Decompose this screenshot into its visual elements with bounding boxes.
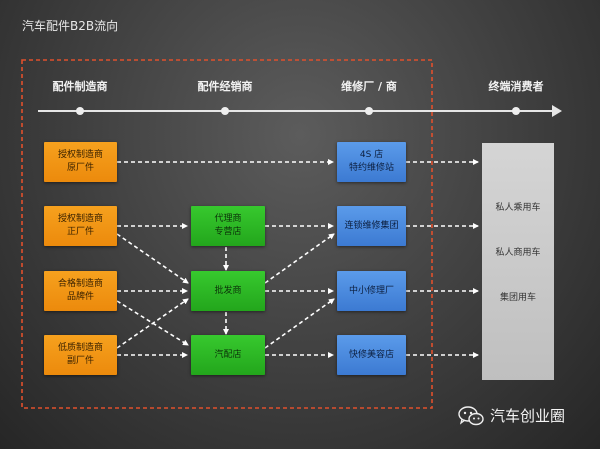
repair-4s-dealer: 4S 店 特约维修站 [337, 142, 406, 182]
timeline-node-4 [512, 107, 520, 115]
consumer-private-passenger: 私人乘用车 [495, 203, 541, 213]
consumer-private-commercial: 私人商用车 [495, 248, 541, 258]
manufacturer-authorized-oem: 授权制造商 原厂件 [44, 142, 117, 182]
repair-quick-service: 快修美容店 [337, 335, 406, 375]
box-line: 汽配店 [214, 349, 242, 360]
watermark-text: 汽车创业圈 [490, 407, 566, 425]
watermark: 汽车创业圈 [458, 405, 565, 426]
box-line: 授权制造商 [57, 150, 103, 160]
box-line: 合格制造商 [57, 279, 103, 289]
box-line: 连锁维修集团 [344, 220, 399, 231]
box-line: 特约维修站 [348, 163, 394, 173]
box-line: 副厂件 [66, 356, 94, 366]
column-label-manufacturers: 配件制造商 [52, 80, 108, 93]
manufacturer-authorized-genuine: 授权制造商 正厂件 [44, 206, 117, 246]
column-label-consumers: 终端消费者 [488, 80, 544, 93]
repair-chain-group: 连锁维修集团 [337, 206, 406, 246]
distributor-wholesaler: 批发商 [191, 271, 265, 311]
manufacturer-qualified-brand: 合格制造商 品牌件 [44, 271, 117, 311]
timeline-node-3 [365, 107, 373, 115]
timeline-node-2 [221, 107, 229, 115]
box-line: 批发商 [214, 285, 242, 296]
distributor-agent-store: 代理商 专营店 [191, 206, 265, 246]
flow-lowgrade-to-wholesaler [116, 298, 189, 349]
box-line: 快修美容店 [348, 349, 394, 360]
box-line: 品牌件 [66, 292, 94, 302]
box-line: 4S 店 [359, 150, 384, 160]
wechat-icon [458, 405, 484, 425]
diagram-title: 汽车配件B2B流向 [22, 19, 119, 33]
box-line: 原厂件 [66, 163, 94, 173]
box-line: 低质制造商 [57, 343, 103, 353]
consumer-fleet: 集团用车 [499, 293, 536, 303]
box-line: 专营店 [214, 227, 242, 237]
manufacturer-low-quality: 低质制造商 副厂件 [44, 335, 117, 375]
column-label-repair-shops: 维修厂 / 商 [341, 80, 397, 93]
box-line: 代理商 [214, 214, 242, 224]
flow-parts-store-to-small-shop [264, 298, 335, 349]
timeline-arrowhead [552, 105, 562, 117]
flow-genuine-to-wholesaler [116, 233, 189, 284]
box-line: 中小修理厂 [348, 285, 394, 296]
timeline-node-1 [76, 107, 84, 115]
repair-small-shop: 中小修理厂 [337, 271, 406, 311]
box-line: 授权制造商 [57, 214, 103, 224]
column-label-distributors: 配件经销商 [197, 80, 253, 93]
distributor-parts-store: 汽配店 [191, 335, 265, 375]
box-line: 正厂件 [66, 227, 94, 237]
consumer-panel [482, 143, 554, 380]
flow-wholesaler-to-chain [264, 233, 335, 284]
scope-dashed-border [21, 59, 433, 409]
